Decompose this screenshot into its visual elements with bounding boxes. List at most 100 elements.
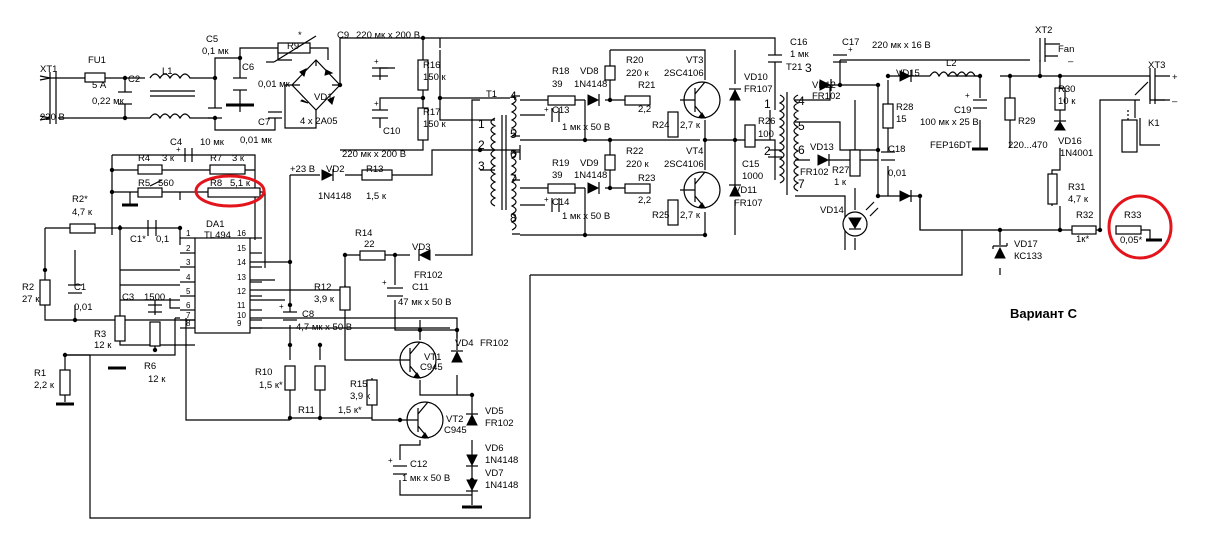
value-c14: 1 мк х 50 В [562,211,610,222]
ref-r11: R11 [298,405,315,416]
value-c18: 0,01 [888,168,907,179]
xt3-plus-label: + [1172,72,1178,83]
ref-r20: R20 [626,55,643,66]
junction-dot [342,252,348,258]
value-r19: 39 [552,170,563,181]
diode-vd7 [462,479,482,509]
value-r10: 1,5 к* [259,380,283,391]
value-vd9: 1N4148 [574,170,607,181]
ref-r7: R7 [210,153,222,164]
ref-c1: C1 [74,282,86,293]
t21-pin-5: 5 [798,119,805,133]
resistor-r27 [849,149,861,177]
value-c19: 100 мк х 25 В [920,117,979,128]
junction-dot [317,415,323,421]
value-vd8: 1N4148 [574,79,607,90]
diode-vd11 [729,184,741,197]
svg-text:+: + [544,195,549,204]
ref-r24: R24 [652,120,669,131]
value-vd13: FR102 [800,167,829,178]
ref-vd12: VD12 [812,80,836,91]
t21-pin-2: 2 [764,144,771,158]
ref-r18: R18 [552,66,569,77]
capacitor-c15 [768,149,782,158]
ic-pin-16: 16 [237,229,246,238]
transistor-vt1 [399,341,437,379]
value-r7: 3 к [232,153,245,164]
supply-23v-label: +23 В [290,164,315,175]
capacitor-c6 [226,77,254,107]
junction-dot [212,75,218,81]
diode-vd13 [817,154,830,166]
capacitor-c9: + [372,57,388,77]
junction-dot [582,232,588,238]
zener-vd17 [992,243,1008,259]
diode-vd8 [587,94,600,106]
ref-vd3: VD3 [412,242,430,253]
relay-k1 [1121,81,1149,153]
junction-dot [437,95,443,101]
diode-vd3 [418,249,431,261]
value-vd3: FR102 [414,270,443,281]
ref-r4: R4 [138,153,150,164]
ref-c10: C10 [383,126,400,137]
resistor-r31 [1047,173,1058,205]
t1-pin-2: 2 [478,138,485,152]
ref-vt4: VT4 [686,146,703,157]
diode-vd16 [1054,120,1066,131]
ref-c2: C2 [128,74,140,85]
value-r29: 220...470 [1008,140,1048,151]
ref-r31: R31 [1068,182,1085,193]
capacitor-c16 [768,54,782,63]
ic-pin-15: 15 [237,244,246,253]
junction-dot [997,227,1003,233]
ref-vd17: VD17 [1014,239,1038,250]
value-r6: 12 к [148,374,166,385]
ref-c5: C5 [206,34,218,45]
resistor-r26 [744,124,756,148]
value-c16: 1 мк [790,49,809,60]
value-vt1: C945 [420,362,443,373]
ref-r28: R28 [896,102,913,113]
junction-dot [917,193,923,199]
variant-label: Вариант С [1010,306,1078,321]
diode-vd5 [466,413,478,426]
ref-r2: R2 [22,282,34,293]
value-r15: 3,9 к [350,391,371,402]
value-r27: 1 к [834,177,847,188]
resistor-r18 [547,95,576,106]
ref-r25: R25 [652,210,669,221]
resistor-r3 [114,315,126,342]
ref-c19: C19 [954,105,971,116]
value-vd16: 1N4001 [1060,148,1093,159]
junction-dot [417,327,423,333]
ref-c3: C3 [122,292,134,303]
ref-vt3: VT3 [686,55,703,66]
value-r9: * [298,30,302,41]
resistor-r29 [1004,97,1016,121]
capacitor-c17: + [833,45,853,63]
t1-pin-1: 1 [478,117,485,131]
t1-pin-7: 7 [510,172,517,186]
ref-r16: R16 [423,60,440,71]
ref-vd4: VD4 [455,338,473,349]
value-r23: 2,2 [638,195,651,206]
resistor-r14 [359,250,386,261]
ref-r9: R9 [287,41,299,52]
ref-r6: R6 [144,361,156,372]
ref-c8: C8 [302,309,314,320]
junction-dot [875,193,881,199]
resistor-r6 [149,321,161,347]
junction-dot [420,35,426,41]
ref-r23: R23 [638,173,655,184]
value-r2s: 4,7 к [72,207,93,218]
junction-dot [287,259,293,265]
capacitor-c1s [147,220,157,236]
svg-text:+: + [848,45,853,54]
value-r13: 1,5 к [366,191,387,202]
highlight-r33 [1107,194,1173,260]
value-r12: 3,9 к [314,294,335,305]
ic-pin-3: 3 [186,258,191,267]
t1-pin-6: 6 [510,147,517,161]
